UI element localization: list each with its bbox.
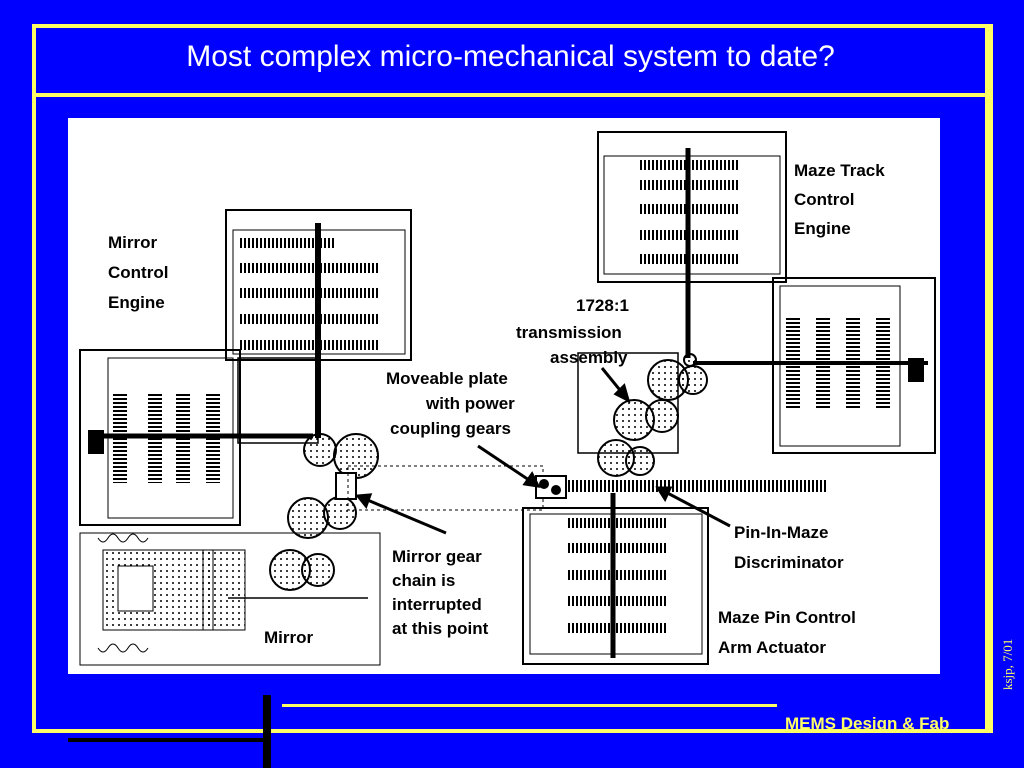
label-mirror-control-1: Mirror <box>108 233 158 252</box>
label-pin-in-maze-1: Pin-In-Maze <box>734 523 828 542</box>
footer-rule <box>282 704 777 707</box>
left-engine <box>79 349 313 526</box>
mirror-structure <box>79 532 381 666</box>
connector-lines <box>228 352 679 599</box>
label-mirror-gear-1: Mirror gear <box>392 547 482 566</box>
label-transmission-1: 1728:1 <box>576 296 629 315</box>
label-mirror-gear-2: chain is <box>392 571 455 590</box>
callout-arrows <box>355 367 731 535</box>
corner-bar-vertical <box>263 695 271 768</box>
moveable-plate-track <box>347 465 826 511</box>
title-bar <box>32 24 989 97</box>
label-maze-pin-2: Arm Actuator <box>718 638 826 657</box>
corner-bar-horizontal <box>68 738 268 742</box>
figure-labels: Mirror Control Engine Maze Track Control… <box>108 161 885 657</box>
slide-title: Most complex micro-mechanical system to … <box>186 40 835 73</box>
label-mirror: Mirror <box>264 628 314 647</box>
label-mirror-gear-4: at this point <box>392 619 489 638</box>
label-maze-track-1: Maze Track <box>794 161 885 180</box>
right-engine <box>693 277 936 454</box>
label-maze-track-3: Engine <box>794 219 851 238</box>
label-maze-pin-1: Maze Pin Control <box>718 608 856 627</box>
label-plate-3: coupling gears <box>390 419 511 438</box>
right-accent-stripe <box>989 24 993 733</box>
label-mirror-gear-3: interrupted <box>392 595 482 614</box>
maze-pin-actuator <box>522 493 709 665</box>
author-date: ksjp, 7/01 <box>1000 638 1015 690</box>
label-plate-1: Moveable plate <box>386 369 508 388</box>
label-mirror-control-2: Control <box>108 263 168 282</box>
label-transmission-3: assembly <box>550 348 628 367</box>
label-pin-in-maze-2: Discriminator <box>734 553 844 572</box>
slide-frame <box>32 24 989 733</box>
mems-diagram: Mirror Control Engine Maze Track Control… <box>68 118 940 674</box>
mirror-gear-chain <box>269 433 379 591</box>
mirror-control-engine <box>225 209 412 438</box>
label-mirror-control-3: Engine <box>108 293 165 312</box>
label-plate-2: with power <box>425 394 515 413</box>
transmission-gears <box>597 353 708 477</box>
label-transmission-2: transmission <box>516 323 622 342</box>
label-maze-track-2: Control <box>794 190 854 209</box>
footer-course-title: MEMS Design & Fab <box>785 714 950 733</box>
maze-track-control-engine <box>597 131 787 358</box>
